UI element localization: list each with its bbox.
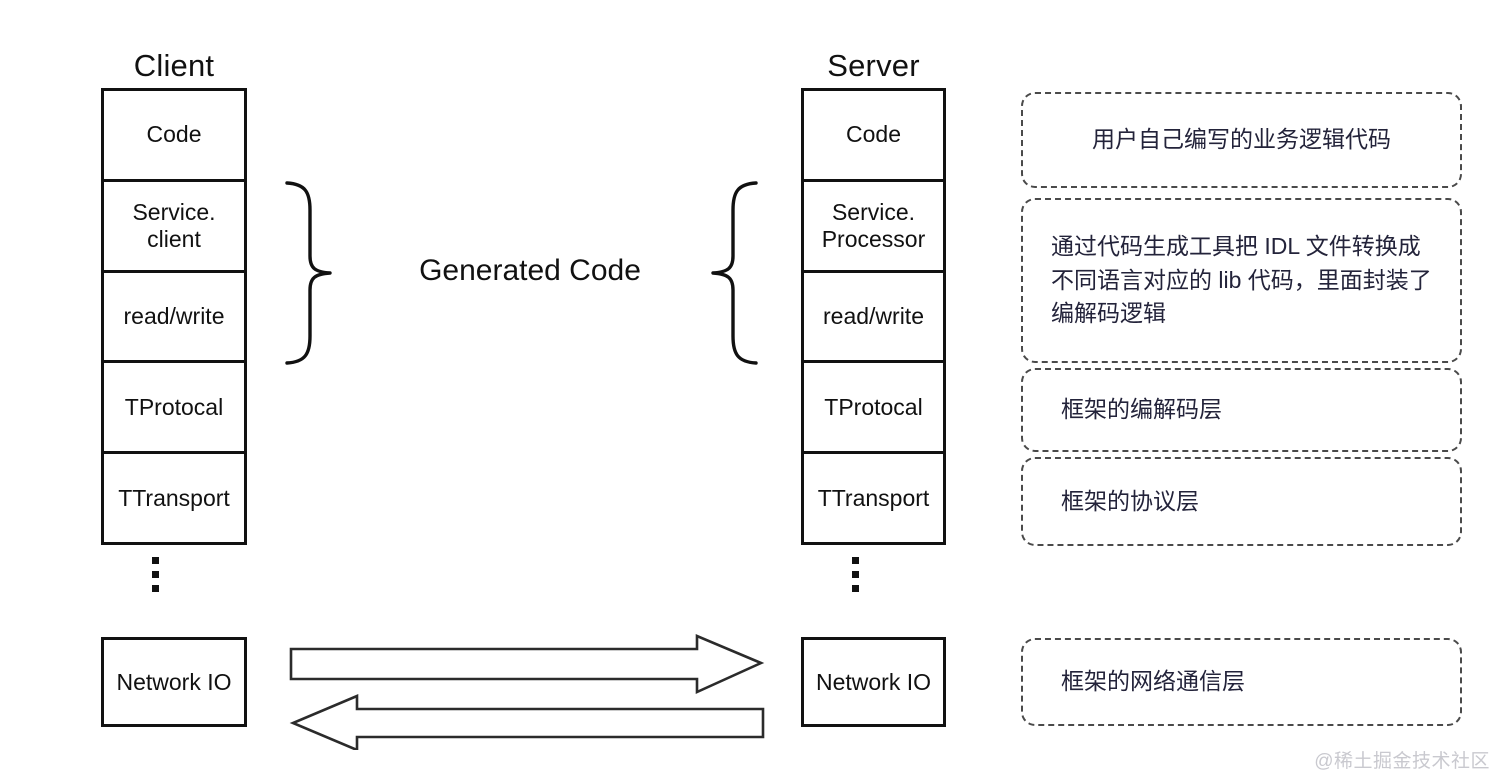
layer-line-1: read/write bbox=[823, 303, 924, 330]
client-network-io-box: Network IO bbox=[101, 637, 247, 727]
client-vertical-ellipsis-icon bbox=[150, 557, 160, 592]
layer-line-1: TTransport bbox=[817, 484, 930, 511]
server-layer-tprotocal: TProtocal bbox=[804, 363, 943, 455]
annotation-text: 框架的协议层 bbox=[1061, 487, 1199, 514]
layer-line-1: TProtocal bbox=[124, 393, 224, 420]
client-column-title: Client bbox=[133, 48, 215, 83]
layer-line-1: Code bbox=[146, 121, 202, 148]
right-brace-icon bbox=[711, 181, 758, 365]
client-layer-tprotocal: TProtocal bbox=[104, 363, 244, 455]
layer-line-2: Processor bbox=[821, 225, 926, 252]
server-layer-service-processor: Service. Processor bbox=[804, 182, 943, 273]
annotation-note-codec-layer: 框架的编解码层 bbox=[1021, 368, 1462, 452]
server-vertical-ellipsis-icon bbox=[850, 557, 860, 592]
server-layer-stack: Code Service. Processor read/write TProt… bbox=[801, 88, 946, 545]
client-layer-service-client: Service. client bbox=[104, 182, 244, 273]
annotation-note-protocol-layer: 框架的协议层 bbox=[1021, 457, 1462, 546]
annotation-note-generated-lib: 通过代码生成工具把 IDL 文件转换成不同语言对应的 lib 代码，里面封装了编… bbox=[1021, 198, 1462, 363]
annotation-text: 用户自己编写的业务逻辑代码 bbox=[1092, 126, 1391, 153]
annotation-text: 框架的编解码层 bbox=[1061, 396, 1222, 423]
layer-line-1: TProtocal bbox=[824, 393, 923, 420]
server-layer-ttransport: TTransport bbox=[804, 454, 943, 542]
client-layer-ttransport: TTransport bbox=[104, 454, 244, 542]
generated-code-label: Generated Code bbox=[419, 254, 641, 287]
layer-line-1: TTransport bbox=[118, 484, 230, 511]
annotation-note-network-layer: 框架的网络通信层 bbox=[1021, 638, 1462, 726]
layer-line-1: Code bbox=[846, 121, 901, 148]
client-network-io-label: Network IO bbox=[116, 668, 232, 695]
server-layer-read-write: read/write bbox=[804, 273, 943, 364]
layer-line-2: client bbox=[147, 225, 201, 252]
layer-line-1: Service. bbox=[831, 198, 916, 225]
watermark: @稀土掘金技术社区 bbox=[1314, 751, 1490, 772]
annotation-text: 通过代码生成工具把 IDL 文件转换成不同语言对应的 lib 代码，里面封装了编… bbox=[1051, 233, 1432, 327]
arrows-group bbox=[289, 634, 765, 750]
annotation-note-business-logic: 用户自己编写的业务逻辑代码 bbox=[1021, 92, 1462, 188]
server-layer-code: Code bbox=[804, 91, 943, 182]
server-column-title: Server bbox=[827, 48, 920, 83]
server-network-io-label: Network IO bbox=[815, 668, 932, 695]
layer-line-1: Service. bbox=[132, 198, 216, 225]
client-layer-code: Code bbox=[104, 91, 244, 182]
server-network-io-box: Network IO bbox=[801, 637, 946, 727]
client-layer-read-write: read/write bbox=[104, 273, 244, 364]
client-layer-stack: Code Service. client read/write TProtoca… bbox=[101, 88, 247, 545]
annotation-text: 框架的网络通信层 bbox=[1061, 668, 1245, 695]
layer-line-1: read/write bbox=[123, 303, 225, 330]
response-arrow-left bbox=[289, 694, 765, 750]
left-brace-icon bbox=[285, 181, 332, 365]
request-arrow-right bbox=[289, 634, 765, 695]
